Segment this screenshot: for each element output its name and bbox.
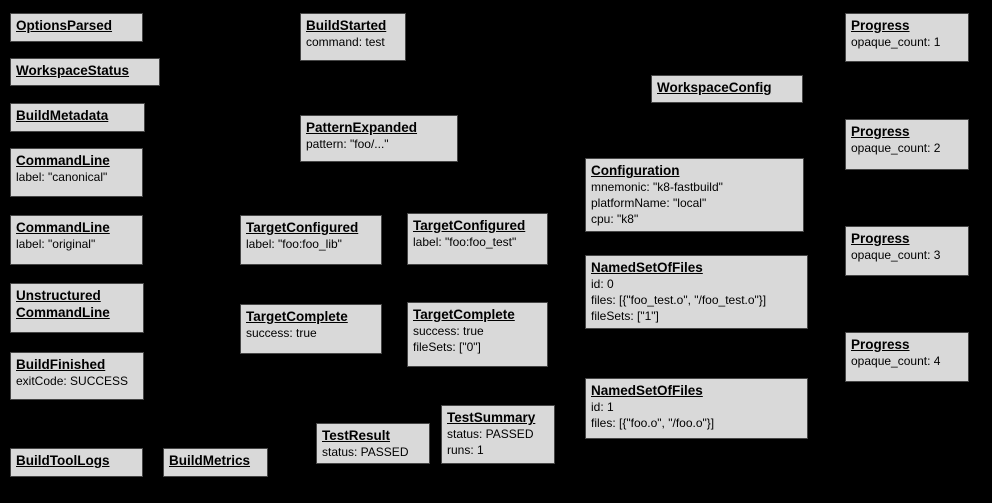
node-field: status: PASSED	[322, 445, 409, 459]
node-workspace-status: WorkspaceStatus	[10, 58, 160, 86]
node-title: NamedSetOfFiles	[591, 260, 703, 275]
node-target-complete-foo-test: TargetComplete success: true fileSets: ["0…	[407, 302, 548, 367]
node-command-line-canonical: CommandLine label: "canonical"	[10, 148, 143, 197]
node-build-metrics: BuildMetrics	[163, 448, 268, 477]
node-title: CommandLine	[16, 220, 110, 235]
node-field: runs: 1	[447, 443, 484, 457]
node-named-set-of-files-0: NamedSetOfFiles id: 0 files: [{"foo_test.o…	[585, 255, 808, 329]
node-title: BuildToolLogs	[16, 453, 110, 468]
node-title: TargetConfigured	[246, 220, 359, 235]
node-field: opaque_count: 4	[851, 354, 941, 368]
node-options-parsed: OptionsParsed	[10, 13, 143, 42]
node-title: TargetComplete	[246, 309, 348, 324]
node-title: BuildMetrics	[169, 453, 251, 468]
node-field: exitCode: SUCCESS	[16, 374, 129, 388]
node-title: WorkspaceStatus	[16, 63, 130, 78]
node-field: platformName: "local"	[591, 196, 707, 210]
node-workspace-config: WorkspaceConfig	[651, 75, 803, 103]
node-title: NamedSetOfFiles	[591, 383, 703, 398]
node-build-metadata: BuildMetadata	[10, 103, 145, 132]
node-field: fileSets: ["1"]	[591, 309, 659, 323]
node-title: BuildFinished	[16, 357, 106, 372]
node-title: BuildStarted	[306, 18, 387, 33]
node-target-complete-foo-lib: TargetComplete success: true	[240, 304, 382, 354]
node-build-tool-logs: BuildToolLogs	[10, 448, 143, 477]
node-title: CommandLine	[16, 153, 110, 168]
node-field: id: 0	[591, 277, 614, 291]
node-command-line-original: CommandLine label: "original"	[10, 215, 143, 265]
node-field: mnemonic: "k8-fastbuild"	[591, 180, 723, 194]
node-target-configured-foo-test: TargetConfigured label: "foo:foo_test"	[407, 213, 548, 265]
node-pattern-expanded: PatternExpanded pattern: "foo/..."	[300, 115, 458, 162]
node-test-result: TestResult status: PASSED	[316, 423, 430, 464]
node-test-summary: TestSummary status: PASSED runs: 1	[441, 405, 555, 464]
node-field: label: "original"	[16, 237, 96, 251]
node-field: cpu: "k8"	[591, 212, 639, 226]
node-title: TargetComplete	[413, 307, 515, 322]
node-target-configured-foo-lib: TargetConfigured label: "foo:foo_lib"	[240, 215, 382, 265]
node-field: command: test	[306, 35, 385, 49]
node-title: TestSummary	[447, 410, 536, 425]
node-field: label: "foo:foo_test"	[413, 235, 517, 249]
node-title: Progress	[851, 124, 910, 139]
node-title: Progress	[851, 337, 910, 352]
node-field: opaque_count: 1	[851, 35, 941, 49]
node-field: files: [{"foo.o", "/foo.o"}]	[591, 416, 715, 430]
node-title: BuildMetadata	[16, 108, 109, 123]
node-title: PatternExpanded	[306, 120, 418, 135]
node-title: TargetConfigured	[413, 218, 526, 233]
node-title: Configuration	[591, 163, 680, 178]
node-unstructured-command-line: Unstructured CommandLine	[10, 283, 144, 333]
node-field: opaque_count: 2	[851, 141, 941, 155]
node-field: id: 1	[591, 400, 614, 414]
node-field: opaque_count: 3	[851, 248, 941, 262]
node-title: TestResult	[322, 428, 391, 443]
node-field: fileSets: ["0"]	[413, 340, 481, 354]
node-field: status: PASSED	[447, 427, 534, 441]
node-progress-1: Progress opaque_count: 1	[845, 13, 969, 62]
node-build-finished: BuildFinished exitCode: SUCCESS	[10, 352, 144, 400]
node-build-started: BuildStarted command: test	[300, 13, 406, 61]
node-title: OptionsParsed	[16, 18, 113, 33]
node-title: WorkspaceConfig	[657, 80, 772, 95]
node-field: success: true	[413, 324, 484, 338]
node-field: success: true	[246, 326, 317, 340]
node-progress-3: Progress opaque_count: 3	[845, 226, 969, 276]
node-title: Progress	[851, 18, 910, 33]
node-field: label: "canonical"	[16, 170, 108, 184]
node-configuration: Configuration mnemonic: "k8-fastbuild" pla…	[585, 158, 804, 232]
node-field: pattern: "foo/..."	[306, 137, 389, 151]
node-progress-2: Progress opaque_count: 2	[845, 119, 969, 170]
node-field: label: "foo:foo_lib"	[246, 237, 342, 251]
node-progress-4: Progress opaque_count: 4	[845, 332, 969, 382]
node-named-set-of-files-1: NamedSetOfFiles id: 1 files: [{"foo.o", "/…	[585, 378, 808, 439]
node-title: Progress	[851, 231, 910, 246]
node-field: files: [{"foo_test.o", "/foo_test.o"}]	[591, 293, 767, 307]
node-title: Unstructured CommandLine	[16, 288, 110, 320]
